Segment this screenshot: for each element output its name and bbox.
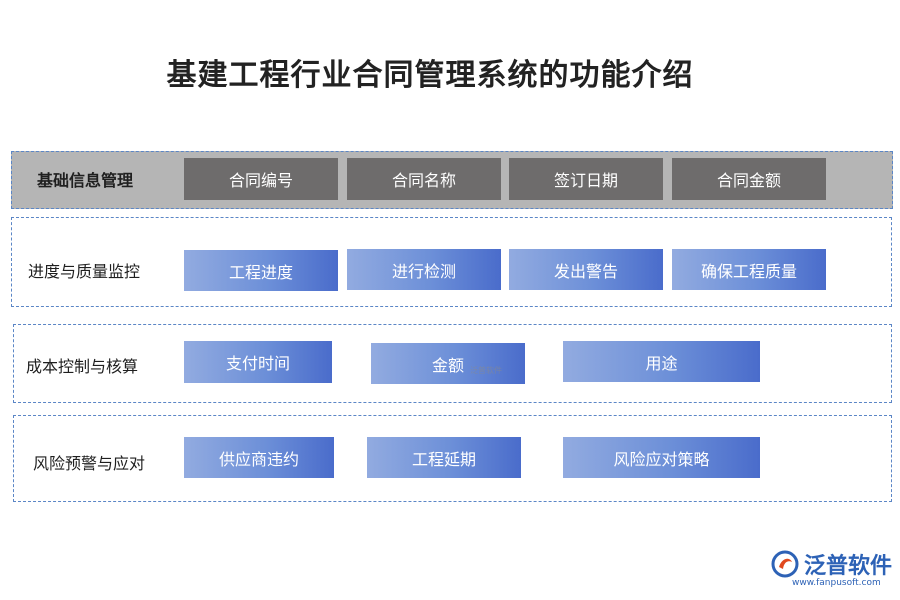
logo-url: www.fanpusoft.com (792, 578, 881, 588)
row-cost-control: 成本控制与核算 (13, 324, 892, 403)
box-project-progress: 工程进度 (184, 250, 338, 291)
brand-logo: 泛普软件 (770, 548, 892, 580)
box-contract-name: 合同名称 (347, 158, 501, 200)
box-contract-amount: 合同金额 (672, 158, 826, 200)
box-supplier-default: 供应商违约 (184, 437, 334, 478)
box-payment-time: 支付时间 (184, 341, 332, 383)
row-label: 风险预警与应对 (33, 454, 146, 473)
box-warning: 发出警告 (509, 249, 663, 290)
page-title: 基建工程行业合同管理系统的功能介绍 (166, 58, 694, 93)
box-purpose: 用途 (563, 341, 760, 382)
box-amount: 金额 (371, 343, 525, 384)
watermark-text: 泛普软件 (470, 366, 502, 375)
logo-name: 泛普软件 (804, 554, 893, 579)
row-label: 成本控制与核算 (26, 357, 139, 376)
fanpu-logo-icon (771, 550, 799, 578)
row-risk-warning: 风险预警与应对 (13, 415, 892, 502)
box-project-delay: 工程延期 (367, 437, 521, 478)
box-contract-number: 合同编号 (184, 158, 338, 200)
row-progress-quality: 进度与质量监控 (11, 217, 892, 307)
row-label: 基础信息管理 (37, 171, 134, 190)
box-sign-date: 签订日期 (509, 158, 663, 200)
box-inspection: 进行检测 (347, 249, 501, 290)
row-label: 进度与质量监控 (28, 262, 141, 281)
box-risk-strategy: 风险应对策略 (563, 437, 760, 478)
box-quality-assurance: 确保工程质量 (672, 249, 826, 290)
